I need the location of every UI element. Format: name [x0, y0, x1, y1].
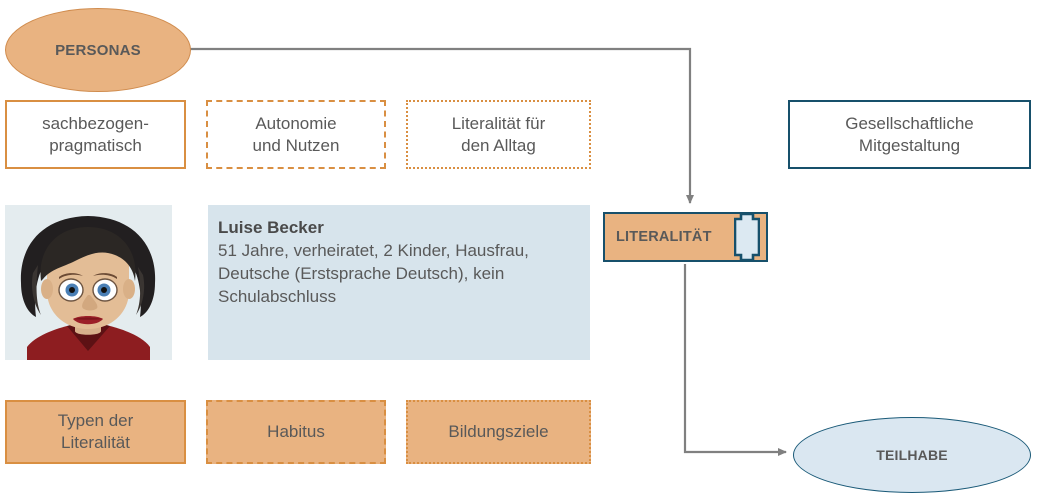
- node-literalitaet[interactable]: LITERALITÄT: [603, 212, 768, 262]
- attribute-box-literalitaet-fuer-den-alltag[interactable]: Literalität für den Alltag: [406, 100, 591, 169]
- attribute-label: Autonomie und Nutzen: [253, 113, 340, 157]
- attribute-box-habitus[interactable]: Habitus: [206, 400, 386, 464]
- node-teilhabe[interactable]: TEILHABE: [793, 417, 1031, 493]
- attribute-line-2: pragmatisch: [49, 135, 142, 155]
- attribute-box-autonomie-und-nutzen[interactable]: Autonomie und Nutzen: [206, 100, 386, 169]
- persona-info-panel: Luise Becker 51 Jahre, verheiratet, 2 Ki…: [208, 205, 590, 360]
- attribute-line-2: den Alltag: [461, 135, 536, 155]
- outcome-box-gesellschaftliche-mitgestaltung[interactable]: Gesellschaftliche Mitgestaltung: [788, 100, 1031, 169]
- persona-name: Luise Becker: [218, 218, 324, 237]
- outcome-line-1: Gesellschaftliche: [845, 113, 974, 133]
- node-teilhabe-label: TEILHABE: [876, 447, 948, 463]
- node-literalitaet-label: LITERALITÄT: [616, 229, 712, 245]
- node-personas-label: PERSONAS: [55, 41, 141, 59]
- attribute-label: Literalität für den Alltag: [452, 113, 546, 157]
- outcome-line-2: Mitgestaltung: [858, 135, 961, 155]
- portrait-illustration-icon: [5, 205, 172, 360]
- attribute-box-typen-der-literalitaet[interactable]: Typen der Literalität: [5, 400, 186, 464]
- attribute-label: Habitus: [267, 422, 325, 442]
- attribute-label: Bildungsziele: [448, 422, 549, 442]
- persona-portrait: [5, 205, 172, 360]
- attribute-box-sachbezogen-pragmatisch[interactable]: sachbezogen- pragmatisch: [5, 100, 186, 169]
- persona-description: 51 Jahre, verheiratet, 2 Kinder, Hausfra…: [218, 241, 529, 306]
- attribute-line-1: Autonomie: [255, 113, 337, 133]
- attribute-line-1: Literalität für: [451, 113, 546, 133]
- connector-literalitaet-to-teilhabe: [683, 264, 787, 456]
- attribute-label: sachbezogen- pragmatisch: [42, 113, 149, 157]
- node-personas[interactable]: PERSONAS: [5, 8, 191, 92]
- book-icon: [734, 213, 760, 261]
- attribute-line-2: Literalität: [61, 433, 130, 452]
- outcome-box-label: Gesellschaftliche Mitgestaltung: [845, 113, 974, 157]
- attribute-box-bildungsziele[interactable]: Bildungsziele: [406, 400, 591, 464]
- attribute-line-2: und Nutzen: [252, 135, 340, 155]
- attribute-label: Typen der Literalität: [58, 410, 134, 454]
- attribute-line-1: sachbezogen-: [42, 113, 149, 133]
- attribute-line-1: Typen der: [57, 411, 134, 431]
